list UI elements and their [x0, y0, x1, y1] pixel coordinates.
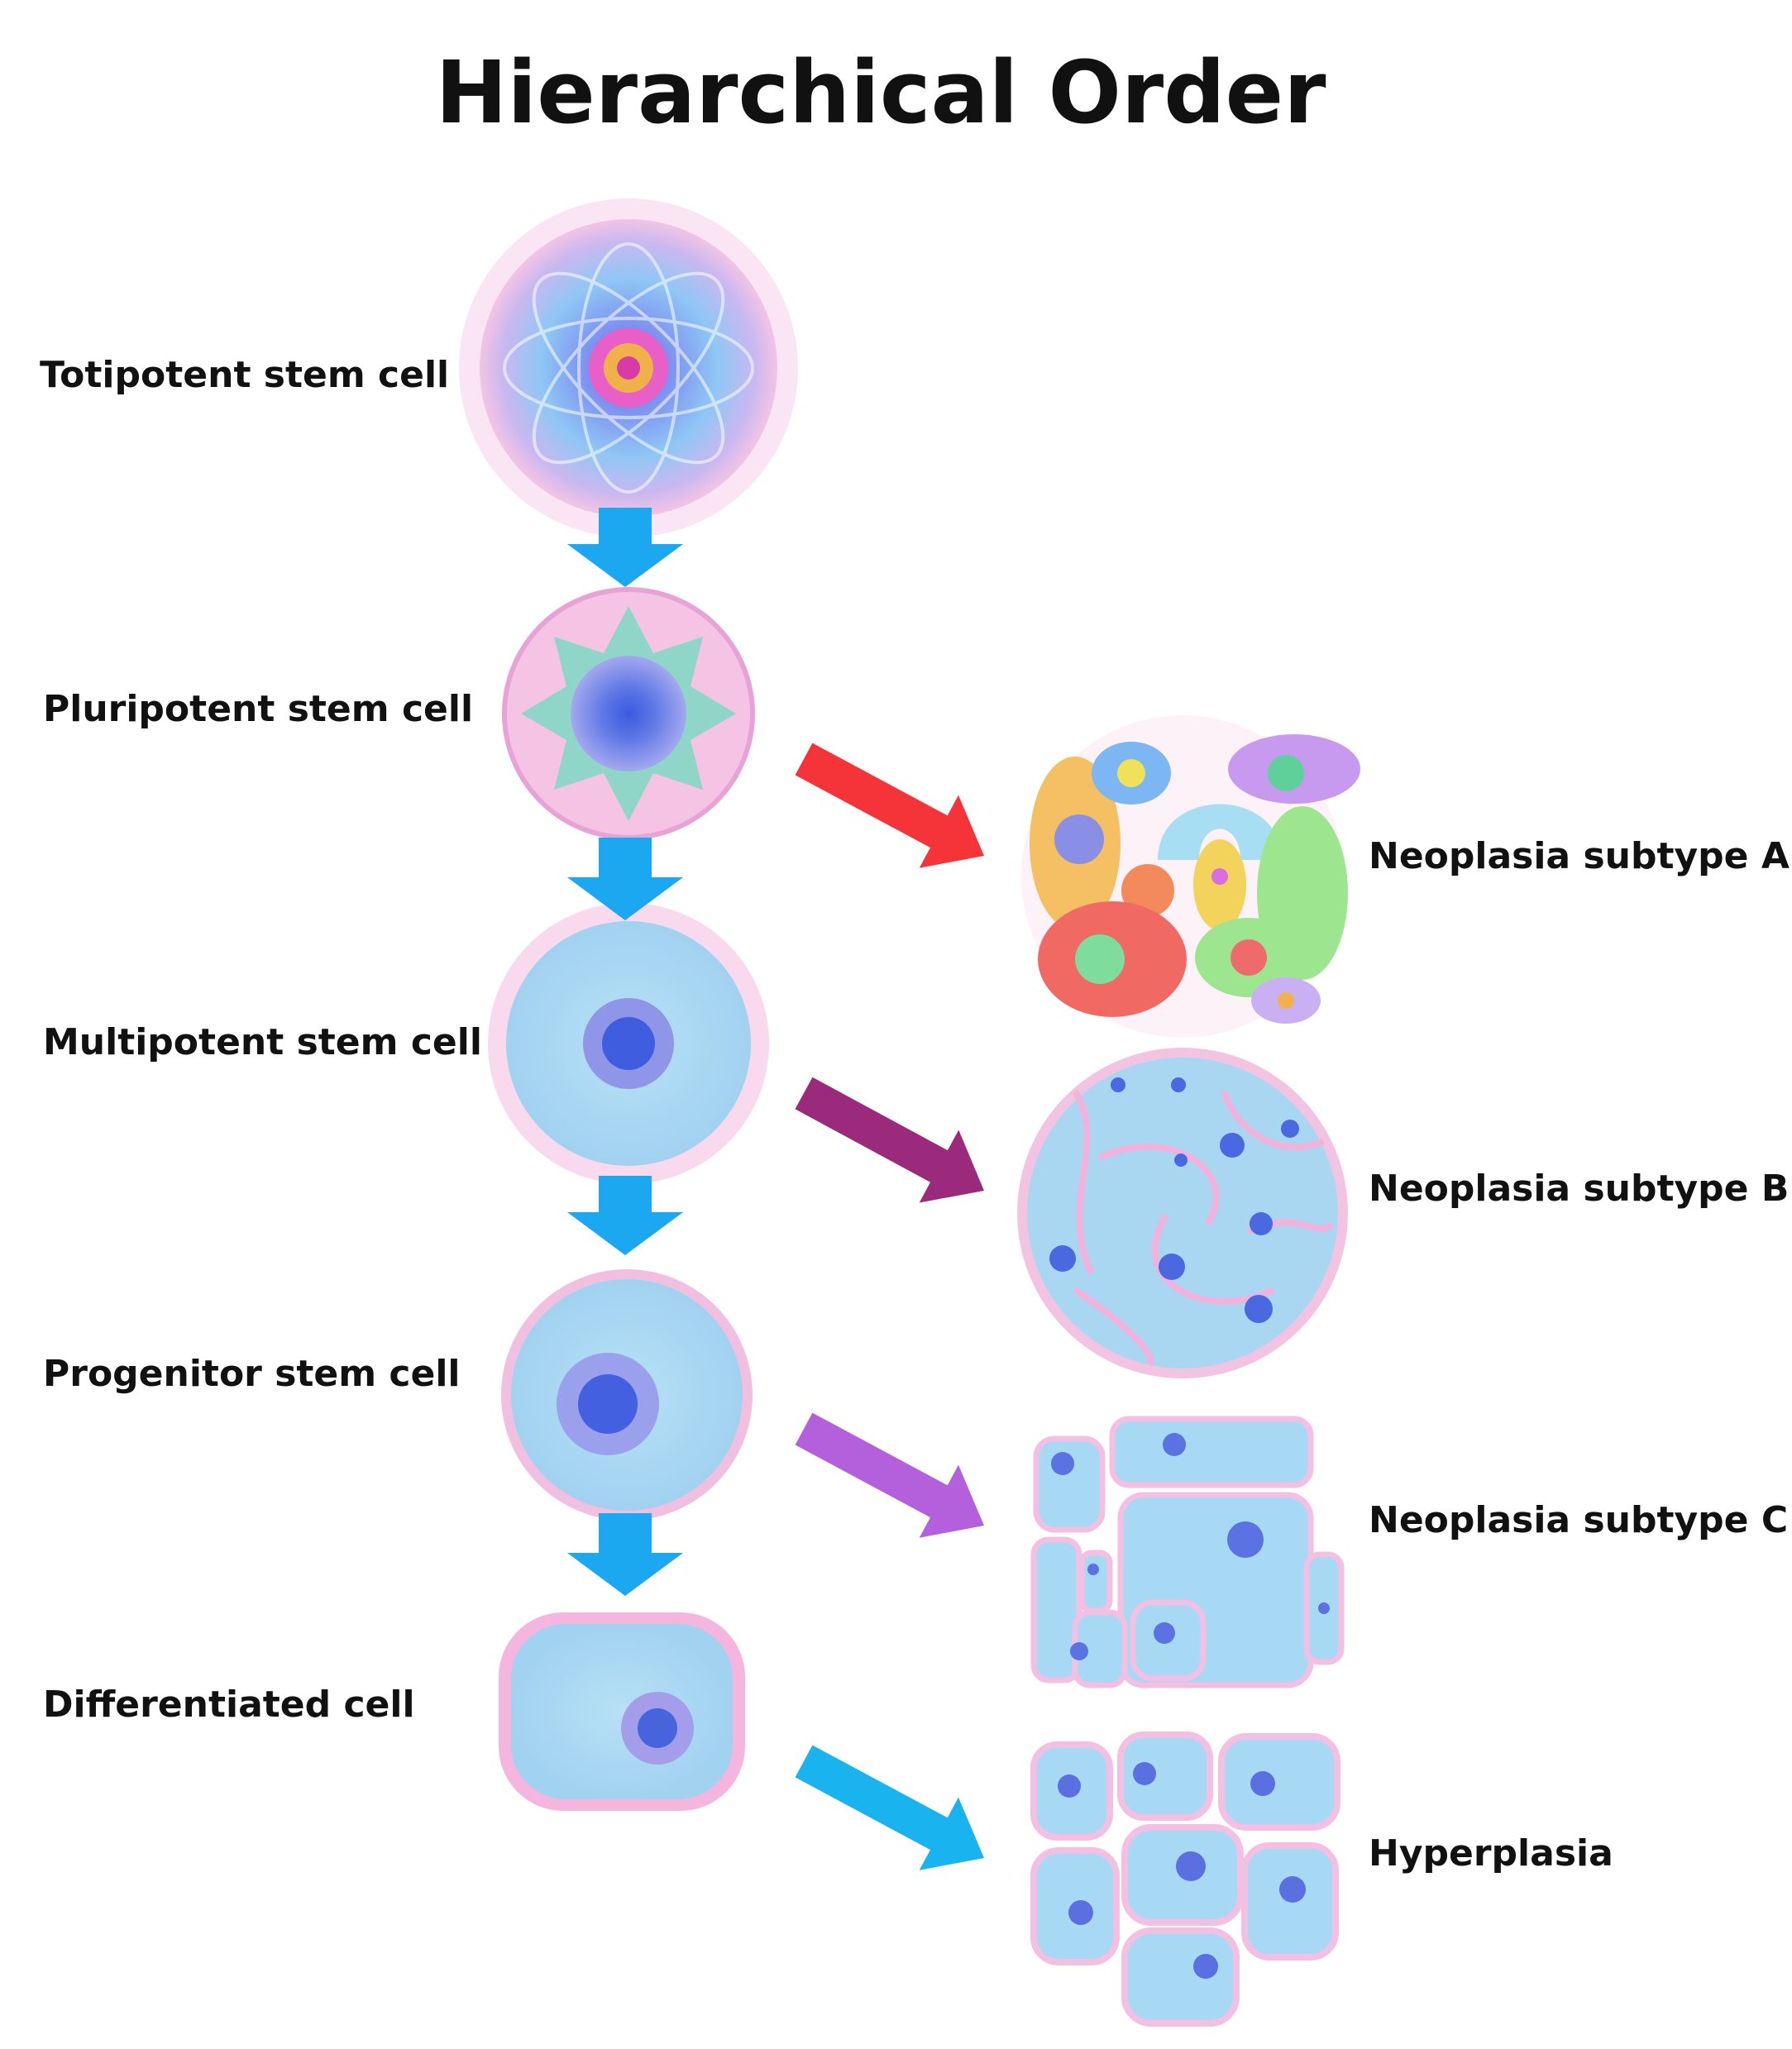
pluripotent-cell-icon: [502, 587, 755, 840]
down-arrow-1: [567, 508, 683, 587]
outcome-label-hyperplasia: Hyperplasia: [1369, 1832, 1613, 1875]
diagonal-arrow-3: [795, 1412, 984, 1538]
stage-label-progenitor: Progenitor stem cell: [43, 1353, 461, 1395]
multipotent-cell-icon: [488, 903, 769, 1184]
diagonal-arrow-4: [795, 1745, 984, 1870]
stage-label-totipotent: Totipotent stem cell: [40, 354, 449, 396]
down-arrow-3: [567, 1176, 683, 1255]
down-arrow-2: [567, 838, 683, 920]
outcome-label-neoplasia-b: Neoplasia subtype B: [1369, 1168, 1789, 1210]
hyperplasia-cluster-icon: [1030, 1731, 1340, 2027]
stage-label-multipotent: Multipotent stem cell: [43, 1021, 482, 1063]
down-arrow-4: [567, 1513, 683, 1596]
totipotent-cell-icon: [459, 198, 798, 537]
stage-label-differentiated: Differentiated cell: [43, 1684, 415, 1726]
progenitor-cell-icon: [501, 1269, 753, 1521]
neoplasia-a-cluster-icon: [1021, 715, 1360, 1038]
differentiated-cell-icon: [499, 1612, 745, 1811]
diagonal-arrow-2: [795, 1077, 984, 1203]
outcome-label-neoplasia-c: Neoplasia subtype C: [1369, 1499, 1788, 1541]
diagonal-arrow-1: [795, 743, 984, 868]
stage-label-pluripotent: Pluripotent stem cell: [43, 688, 473, 730]
neoplasia-c-cluster-icon: [1030, 1416, 1345, 1688]
outcome-label-neoplasia-a: Neoplasia subtype A: [1369, 835, 1790, 877]
neoplasia-b-cluster-icon: [1017, 1048, 1348, 1378]
page-title: Hierarchical Order: [436, 42, 1326, 143]
